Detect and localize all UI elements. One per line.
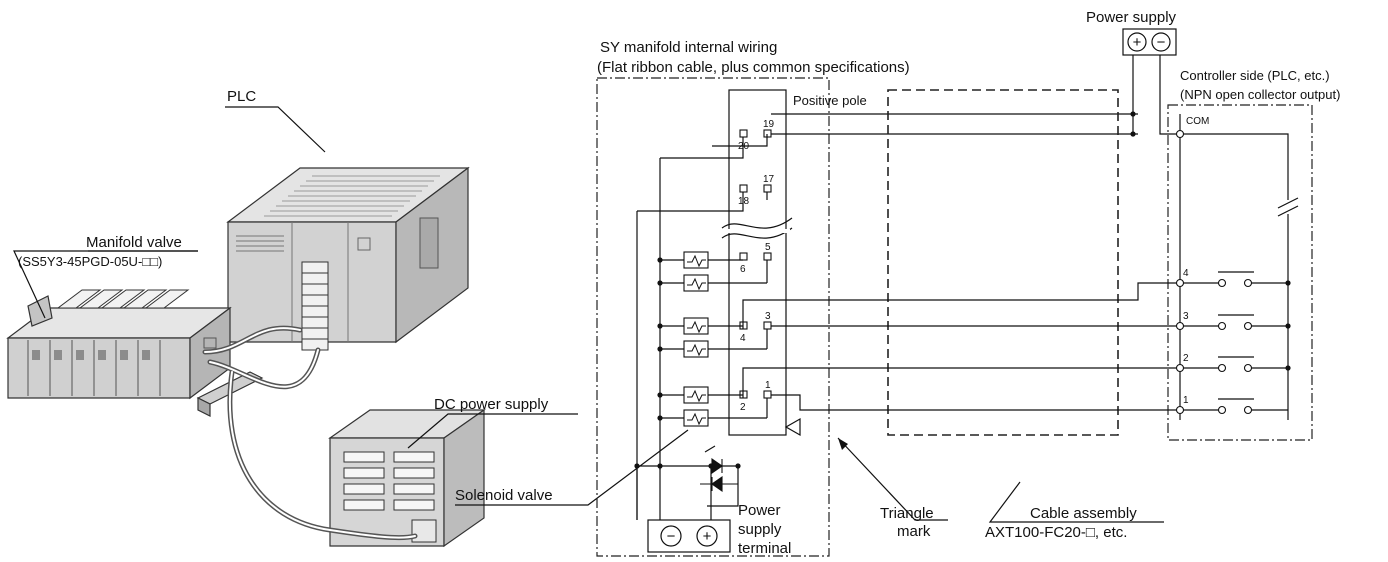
solenoid-coils: [683, 251, 709, 427]
pin-19: 19: [763, 119, 775, 130]
dc-power-supply-unit: [328, 408, 486, 548]
output-3: 3: [1183, 311, 1189, 322]
break-mark-top: [721, 217, 793, 229]
dc-power-leader: [407, 413, 578, 449]
triangle-mark: [784, 417, 801, 437]
pin-17: 17: [763, 174, 775, 185]
controller-junctions: [1285, 280, 1291, 371]
bus-break-2: [1277, 205, 1299, 217]
bus-break-1: [1277, 197, 1299, 209]
controller-wiring: [1179, 133, 1289, 420]
solenoid-leader: [455, 429, 689, 506]
cable-assembly-label: Cable assembly: [1030, 505, 1137, 522]
solenoid-valve-label: Solenoid valve: [455, 487, 553, 504]
output-2: 2: [1183, 353, 1189, 364]
cable-leader: [988, 481, 1164, 523]
connector-housing: [728, 89, 787, 436]
ps-minus-terminal: [1151, 32, 1171, 52]
ps-plus-symbol: +: [1133, 34, 1142, 51]
dc-power-supply-label: DC power supply: [434, 396, 549, 413]
output-4: 4: [1183, 268, 1189, 279]
pst-minus-symbol: −: [667, 528, 676, 545]
manifold-valve-label: Manifold valve: [86, 234, 182, 251]
power-supply-label: Power supply: [1086, 9, 1177, 26]
pin-4: 4: [740, 333, 746, 344]
controller-label-2: (NPN open collector output): [1180, 87, 1340, 102]
protection-diodes: [700, 445, 738, 493]
pst-plus-symbol: +: [703, 528, 712, 545]
sy-manifold-boundary: [596, 77, 830, 557]
com-label: COM: [1186, 116, 1209, 127]
pin-1: 1: [765, 380, 771, 391]
sy-wiring-title: SY manifold internal wiring: [600, 39, 777, 56]
cable-assembly-boundary: [887, 89, 1119, 436]
triangle-label-2: mark: [897, 523, 931, 540]
manifold-leader: [13, 250, 198, 319]
controller-boundary: [1167, 104, 1313, 441]
pin-2: 2: [740, 402, 746, 413]
controller-label-1: Controller side (PLC, etc.): [1180, 68, 1330, 83]
power-supply-wiring: [1132, 55, 1181, 135]
plc-label: PLC: [227, 88, 256, 105]
pin-5: 5: [765, 242, 771, 253]
triangle-leader: [837, 437, 948, 521]
ps-plus-terminal: [1127, 32, 1147, 52]
plc-leader: [225, 106, 326, 153]
pst-label-3: terminal: [738, 540, 791, 557]
signal-lines: [742, 282, 1176, 411]
pin-18: 18: [738, 196, 750, 207]
plc-unit: [226, 166, 470, 351]
triangle-label-1: Triangle: [880, 505, 934, 522]
internal-junctions: [634, 257, 741, 469]
pin-3: 3: [765, 311, 771, 322]
break-mark-bottom: [721, 227, 793, 239]
output-1: 1: [1183, 395, 1189, 406]
pin-6: 6: [740, 264, 746, 275]
ps-minus-symbol: −: [1157, 34, 1166, 51]
cable-model-label: AXT100-FC20-□, etc.: [985, 524, 1127, 541]
pst-label-1: Power: [738, 502, 781, 519]
power-supply-terminal: [647, 519, 731, 553]
switch-contacts: [1175, 129, 1253, 415]
positive-pole-label: Positive pole: [793, 93, 867, 108]
sy-wiring-subtitle: (Flat ribbon cable, plus common specific…: [597, 59, 910, 76]
manifold-model-label: (SS5Y3-45PGD-05U-□□): [18, 254, 162, 269]
manifold-valve-unit: [6, 289, 264, 417]
pst-label-2: supply: [738, 521, 782, 538]
